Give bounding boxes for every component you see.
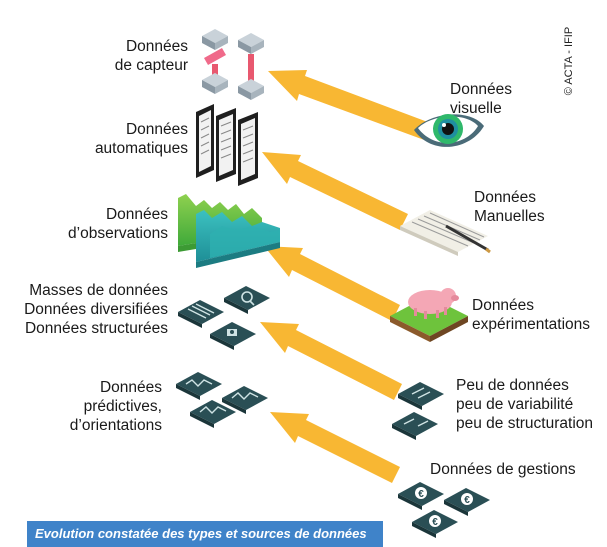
label-line: Données <box>105 206 168 223</box>
document-tiles-icon <box>392 382 444 440</box>
label-masses-de-donnees: Masses de données Données diversifiées D… <box>2 281 168 338</box>
svg-text:€: € <box>418 489 424 500</box>
svg-text:€: € <box>464 495 470 506</box>
label-line: d’orientations <box>69 417 162 434</box>
label-line: Données structurées <box>24 320 168 337</box>
label-line: Données <box>474 189 537 206</box>
label-line: Données <box>125 38 188 55</box>
caption-text: Evolution constatée des types et sources… <box>35 526 367 541</box>
label-line: Données <box>99 379 162 396</box>
label-donnees-de-gestions: Données de gestions <box>430 460 600 479</box>
arrow-experimentations-to-observations <box>264 246 400 321</box>
label-donnees-observations: Données d’observations <box>30 205 168 243</box>
svg-text:€: € <box>432 517 438 528</box>
tablet-icon <box>196 104 258 186</box>
arrow-manuelles-to-automatiques <box>262 152 408 230</box>
label-donnees-experimentations: Données expérimentations <box>472 296 606 334</box>
sensor-icon <box>202 29 264 100</box>
label-line: Masses de données <box>29 282 168 299</box>
data-tiles-icon <box>178 286 270 350</box>
arrow-gestions-to-predictives <box>270 412 400 483</box>
label-line: expérimentations <box>472 316 591 333</box>
label-line: Données diversifiées <box>24 301 168 318</box>
label-peu-de-donnees: Peu de données peu de variabilité peu de… <box>456 376 606 433</box>
arrow-visuelle-to-capteur <box>268 70 433 141</box>
label-donnees-automatiques: Données automatiques <box>60 120 188 158</box>
caption-bar: Evolution constatée des types et sources… <box>27 521 383 547</box>
label-line: de capteur <box>114 57 188 74</box>
label-line: Données <box>472 297 535 314</box>
label-line: visuelle <box>450 100 502 117</box>
label-donnees-visuelle: Données visuelle <box>450 80 560 118</box>
credit-text: © ACTA - IFIP <box>559 25 579 105</box>
label-line: Manuelles <box>474 208 545 225</box>
label-line: prédictives, <box>83 398 162 415</box>
label-donnees-capteur: Données de capteur <box>60 37 188 75</box>
credit-label: © ACTA - IFIP <box>563 26 575 96</box>
wave-chart-icon <box>178 194 280 268</box>
arrow-peu-to-masses <box>260 322 402 400</box>
label-donnees-predictives: Données prédictives, d’orientations <box>30 378 162 435</box>
label-line: automatiques <box>94 140 188 157</box>
label-line: Données <box>450 81 513 98</box>
label-line: d’observations <box>68 225 168 242</box>
euro-tiles-icon: € € € <box>398 482 490 538</box>
label-line: peu de variabilité <box>456 396 574 413</box>
label-line: peu de structuration <box>456 415 594 432</box>
eye-icon <box>414 114 484 147</box>
label-line: Peu de données <box>456 377 569 394</box>
label-line: Données de gestions <box>430 461 576 478</box>
label-donnees-manuelles: Données Manuelles <box>474 188 594 226</box>
notebook-icon <box>400 210 491 256</box>
label-line: Données <box>125 121 188 138</box>
prediction-tiles-icon <box>176 372 268 428</box>
pig-icon <box>390 288 468 342</box>
